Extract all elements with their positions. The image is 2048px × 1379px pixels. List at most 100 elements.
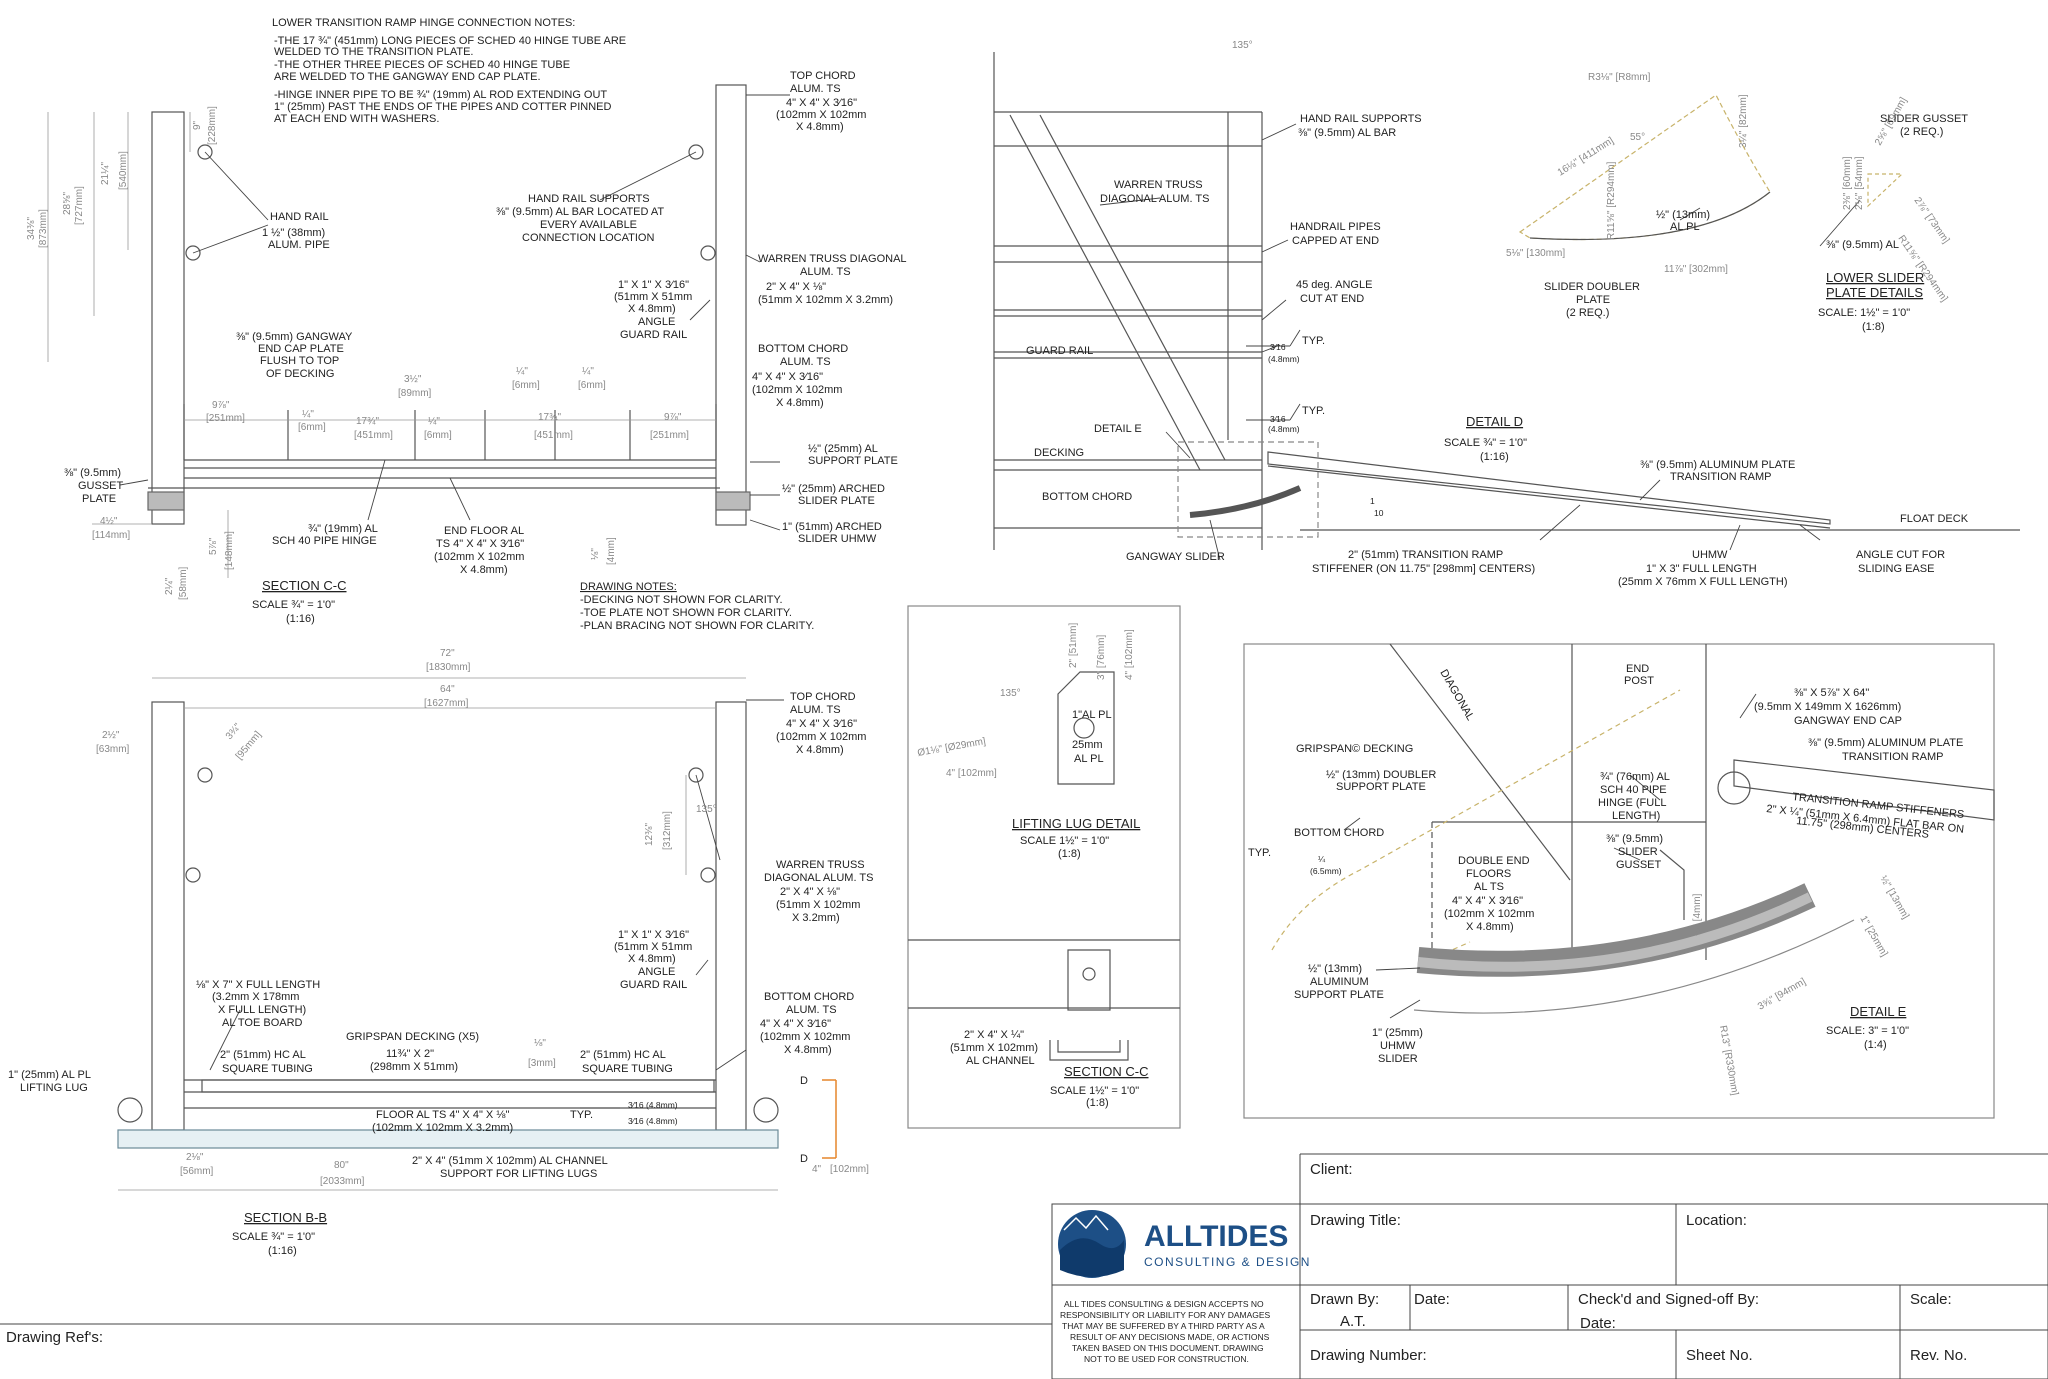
dim-b3: 2¼" xyxy=(163,577,175,595)
dd-weld: 3⁄16 xyxy=(1270,414,1286,424)
dd-aluminum-plate: ⅜" (9.5mm) ALUMINUM PLATE xyxy=(1640,459,1795,471)
dd-decking: DECKING xyxy=(1034,447,1084,459)
dim-b3-mm: [58mm] xyxy=(178,566,189,600)
dd-angle-cut-spec: CUT AT END xyxy=(1300,293,1364,305)
dd-angle: 135° xyxy=(1232,40,1253,51)
dd-handrail-pipes-spec: CAPPED AT END xyxy=(1292,235,1379,247)
hand-rail-supports-spec: CONNECTION LOCATION xyxy=(522,232,654,244)
end-floor-spec: X 4.8mm) xyxy=(460,564,508,576)
pipe-hinge-label: ¾" (19mm) AL xyxy=(308,523,378,535)
slider-dim: R11⅝" [R294mm] xyxy=(1606,161,1617,240)
bb-channel xyxy=(117,1129,779,1149)
top-chord-spec: (102mm X 102mm xyxy=(776,109,866,121)
hinge-note: ARE WELDED TO THE GANGWAY END CAP PLATE. xyxy=(274,71,541,83)
dd-angle-sliding: ANGLE CUT FOR xyxy=(1856,549,1945,561)
hand-rail-supports-spec: EVERY AVAILABLE xyxy=(540,219,637,231)
dd-hand-rail-supports-spec: ⅜" (9.5mm) AL BAR xyxy=(1298,127,1396,139)
lug-plate-label: 1"AL PL xyxy=(1072,709,1112,721)
de-floors-spec: AL TS xyxy=(1474,881,1504,893)
de-doubler: ½" (13mm) DOUBLER xyxy=(1326,769,1436,781)
dim-d7-mm: [6mm] xyxy=(578,380,606,391)
detail-e-ratio: (1:4) xyxy=(1864,1039,1887,1051)
slider-doubler-spec: (2 REQ.) xyxy=(1566,307,1609,319)
bb-toe-board: ⅛" X 7" X FULL LENGTH xyxy=(196,979,320,991)
dim-d2-mm: [6mm] xyxy=(298,422,326,433)
de-support-plate-spec: ALUMINUM xyxy=(1310,976,1369,988)
hand-rail-supports-label: HAND RAIL SUPPORTS xyxy=(528,193,650,205)
angle-guard-spec: 1" X 1" X 3⁄16" xyxy=(618,279,689,291)
detail-d-title: DETAIL D xyxy=(1466,414,1523,429)
top-chord-spec: X 4.8mm) xyxy=(796,121,844,133)
hinge-note: 1" (25mm) PAST THE ENDS OF THE PIPES AND… xyxy=(274,101,611,113)
de-typ: TYP. xyxy=(1248,847,1271,859)
bb-dim-post: 2½" xyxy=(102,730,120,741)
slider-al-pl: AL PL xyxy=(1670,221,1700,233)
tb-scale: Scale: xyxy=(1910,1291,1952,1308)
dim-b4: ⅛" xyxy=(590,548,601,560)
bb-angle-guard-spec: X 4.8mm) xyxy=(628,953,676,965)
bb-dim-overall: 72" xyxy=(440,648,455,659)
angle-guard-spec: (51mm X 51mm xyxy=(614,291,692,303)
bb-warren-spec: (51mm X 102mm xyxy=(776,899,860,911)
dd-handrail-pipes: HANDRAIL PIPES xyxy=(1290,221,1381,233)
handrail-pipe xyxy=(688,144,704,160)
dim-top: 9" xyxy=(192,120,203,130)
dim-b4-mm: [4mm] xyxy=(606,537,617,565)
hand-rail-spec: 1 ½" (38mm) xyxy=(262,227,325,239)
hinge-note: -HINGE INNER PIPE TO BE ¾" (19mm) AL ROD… xyxy=(274,89,607,101)
de-hinge: ¾" (76mm) AL xyxy=(1600,771,1670,783)
angle-guard-label: ANGLE xyxy=(638,316,675,328)
dd-weld: 3⁄16 xyxy=(1270,342,1286,352)
bottom-chord-spec: ALUM. TS xyxy=(780,356,831,368)
bb-angle-guard-spec: GUARD RAIL xyxy=(620,979,687,991)
lug-section-scale: SCALE 1½" = 1'0" xyxy=(1050,1085,1139,1097)
arched-slider-plate-label: ½" (25mm) ARCHED xyxy=(782,483,885,495)
dd-detail-e-ref: DETAIL E xyxy=(1094,423,1142,435)
end-cap-spec: END CAP PLATE xyxy=(258,343,344,355)
hinge-notes-title: LOWER TRANSITION RAMP HINGE CONNECTION N… xyxy=(272,17,575,29)
lug-dim: 4" [102mm] xyxy=(946,768,997,779)
detail-e: DIAGONAL END POST ⅜" X 5⅞" X 64" (9.5mm … xyxy=(1243,643,1995,1119)
handrail-pipe xyxy=(700,245,716,261)
de-end-post: POST xyxy=(1624,675,1654,687)
lug-dim: Ø1⅛" [Ø29mm] xyxy=(917,736,987,759)
bb-dim-inner-mm: [1627mm] xyxy=(424,698,469,709)
bb-top-chord-spec: X 4.8mm) xyxy=(796,744,844,756)
ramp-plate-e xyxy=(1733,759,1995,821)
bb-typ: TYP. xyxy=(570,1109,593,1121)
disclaimer-line: TAKEN BASED ON THIS DOCUMENT. DRAWING xyxy=(1072,1343,1264,1353)
gangway-slider-arc xyxy=(1189,485,1302,518)
de-weld: ¼ xyxy=(1318,854,1326,864)
de-end-cap-spec: GANGWAY END CAP xyxy=(1794,715,1902,727)
tb-drawing-refs: Drawing Ref's: xyxy=(6,1329,103,1346)
de-doubler-spec: SUPPORT PLATE xyxy=(1336,781,1426,793)
de-gusset-spec: SLIDER xyxy=(1618,846,1658,858)
detail-d-ratio: (1:16) xyxy=(1480,451,1509,463)
detail-e-title: DETAIL E xyxy=(1850,1004,1907,1019)
dd-typ: TYP. xyxy=(1302,405,1325,417)
lug-dim: 135° xyxy=(1000,688,1021,699)
bb-dim-left: 2⅛" xyxy=(186,1152,204,1163)
bb-dim-gap-mm: [3mm] xyxy=(528,1058,556,1069)
drawing-notes-title: DRAWING NOTES: xyxy=(580,581,677,593)
de-floors: DOUBLE END xyxy=(1458,855,1530,867)
slider-dim: 2⅞" [73mm] xyxy=(1912,195,1952,245)
bb-bottom-chord-spec: (102mm X 102mm xyxy=(760,1031,850,1043)
dim-b1-mm: [114mm] xyxy=(92,530,130,541)
dim-d2: ¼" xyxy=(302,408,314,420)
bb-section-marker: D xyxy=(800,1075,808,1087)
bb-toe-board-spec: (3.2mm X 178mm xyxy=(212,991,299,1003)
tb-drawn-by: Drawn By: xyxy=(1310,1291,1379,1308)
lug-channel xyxy=(1049,1040,1129,1061)
bb-square-tubing-right-spec: SQUARE TUBING xyxy=(582,1063,673,1075)
logo-sub: CONSULTING & DESIGN xyxy=(1144,1255,1311,1269)
drawing-note: -TOE PLATE NOT SHOWN FOR CLARITY. xyxy=(580,607,792,619)
bb-dim-left-mm: [56mm] xyxy=(180,1166,214,1177)
end-floor-label: END FLOOR AL xyxy=(444,525,524,537)
dd-float-deck: FLOAT DECK xyxy=(1900,513,1969,525)
lug-plate-spec: AL PL xyxy=(1074,753,1104,765)
hinge-note: AT EACH END WITH WASHERS. xyxy=(274,113,439,125)
warren-truss-label: WARREN TRUSS DIAGONAL xyxy=(758,253,907,265)
de-gusset: ⅜" (9.5mm) xyxy=(1606,833,1663,845)
dd-bottom-chord: BOTTOM CHORD xyxy=(1042,491,1132,503)
